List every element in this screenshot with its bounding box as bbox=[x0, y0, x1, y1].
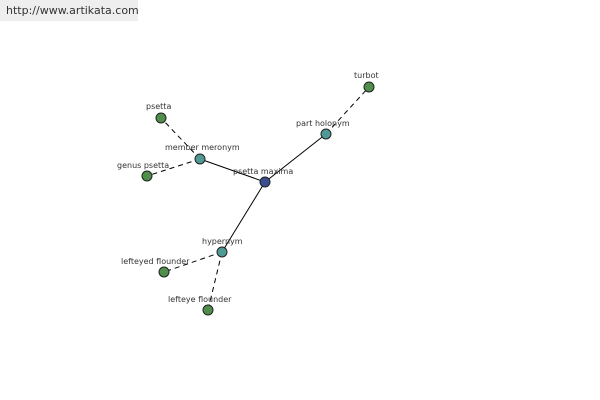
node-genus-psetta[interactable] bbox=[141, 170, 153, 182]
edge-center-member-meronym bbox=[199, 158, 266, 183]
edge-part-holonym-turbot bbox=[325, 86, 370, 135]
label-member-meronym: member meronym bbox=[165, 143, 240, 152]
node-part-holonym[interactable] bbox=[320, 128, 332, 140]
label-center: psetta maxima bbox=[233, 167, 293, 176]
edge-hypernym-lefteye-flounder bbox=[207, 251, 223, 311]
node-lefteye-flounder[interactable] bbox=[202, 304, 214, 316]
label-psetta: psetta bbox=[146, 102, 171, 111]
url-banner: http://www.artikata.com bbox=[0, 0, 139, 21]
label-hypernym: hypernym bbox=[202, 237, 243, 246]
label-lefteye-flounder: lefteye flounder bbox=[168, 295, 232, 304]
node-center[interactable] bbox=[259, 176, 271, 188]
edge-center-part-holonym bbox=[264, 133, 327, 183]
edge-member-meronym-psetta bbox=[160, 117, 201, 160]
url-text[interactable]: http://www.artikata.com bbox=[6, 4, 139, 17]
node-lefteyed-flounder[interactable] bbox=[158, 266, 170, 278]
node-turbot[interactable] bbox=[363, 81, 375, 93]
node-psetta[interactable] bbox=[155, 112, 167, 124]
node-hypernym[interactable] bbox=[216, 246, 228, 258]
edge-hypernym-lefteyed-flounder bbox=[163, 251, 223, 273]
label-genus-psetta: genus psetta bbox=[117, 161, 169, 170]
label-part-holonym: part holonym bbox=[296, 119, 350, 128]
edge-member-meronym-genus-psetta bbox=[146, 158, 201, 177]
node-member-meronym[interactable] bbox=[194, 153, 206, 165]
label-lefteyed-flounder: lefteyed flounder bbox=[121, 257, 190, 266]
label-turbot: turbot bbox=[354, 71, 379, 80]
edge-center-hypernym bbox=[221, 181, 266, 253]
